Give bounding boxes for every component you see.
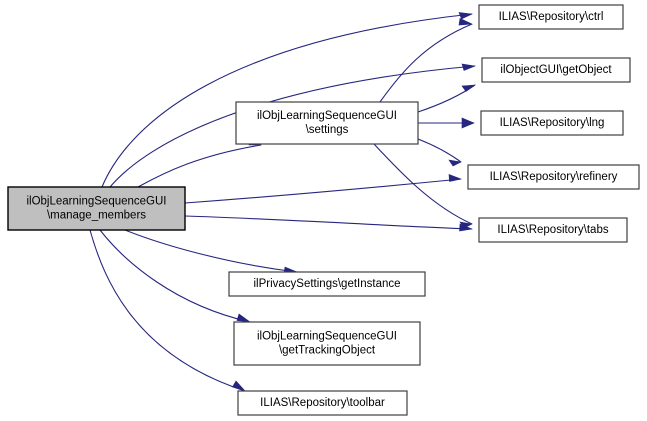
node-label-line: ilObjectGUI\getObject [500, 64, 612, 76]
edge-line [184, 178, 462, 204]
node-box[interactable] [481, 57, 631, 83]
graph-node-getTrackingObject[interactable]: ilObjLearningSequenceGUI \getTrackingObje… [233, 321, 421, 366]
arrowhead-icon [448, 159, 462, 167]
edge-manage_members-to-settings [137, 137, 263, 188]
arrowhead-icon [461, 117, 475, 129]
edge-manage_members-to-getInstance [124, 229, 299, 274]
node-box[interactable] [467, 164, 640, 190]
edge-manage_members-to-ctrl [101, 12, 474, 188]
arrowhead-icon [458, 18, 474, 26]
arrowhead-icon [232, 380, 246, 392]
node-box[interactable] [237, 390, 408, 416]
node-label-line: ILIAS\Repository\refinery [490, 171, 618, 183]
arrowhead-icon [461, 84, 477, 92]
edge-manage_members-to-toolbar [89, 229, 246, 392]
edge-line [89, 229, 246, 392]
edge-manage_members-to-getObject [109, 63, 477, 188]
node-box[interactable] [478, 4, 624, 30]
edge-settings-to-ctrl [379, 18, 474, 103]
edge-settings-to-refinery [417, 138, 462, 167]
edge-line [417, 138, 462, 163]
arrowhead-icon [448, 174, 463, 182]
graph-node-settings[interactable]: ilObjLearningSequenceGUI \settings [235, 101, 419, 145]
edge-line [109, 65, 476, 188]
edge-manage_members-to-refinery [184, 174, 463, 204]
node-label-line: ilObjLearningSequenceGUI [26, 196, 166, 208]
graph-node-getObject[interactable]: ilObjectGUI\getObject [481, 57, 631, 83]
graph-node-lng[interactable]: ILIAS\Repository\lng [480, 110, 624, 136]
edge-line [101, 13, 473, 188]
edge-line [373, 143, 473, 225]
edge-settings-to-getObject [417, 84, 477, 113]
node-label-line: ILIAS\Repository\ctrl [499, 11, 604, 23]
node-label-line: \settings [306, 124, 349, 136]
edge-manage_members-to-tabs [184, 215, 474, 232]
node-label-line: ILIAS\Repository\toolbar [260, 397, 385, 409]
arrowhead-icon [458, 12, 474, 20]
node-label-line: ILIAS\Repository\tabs [497, 224, 608, 236]
node-box[interactable] [7, 186, 186, 231]
node-label-line: \manage_members [47, 210, 146, 222]
edge-line [99, 229, 251, 323]
graph-node-refinery[interactable]: ILIAS\Repository\refinery [467, 164, 640, 190]
node-box[interactable] [233, 321, 421, 366]
graph-node-ctrl[interactable]: ILIAS\Repository\ctrl [478, 4, 624, 30]
node-box[interactable] [478, 217, 628, 243]
node-label-line: ilObjLearningSequenceGUI [257, 110, 397, 122]
nodes-layer: ilObjLearningSequenceGUI\manage_membersi… [7, 4, 640, 416]
edge-manage_members-to-getTrackingObject [99, 229, 252, 323]
edges-layer [89, 12, 477, 392]
arrowhead-icon [461, 63, 477, 71]
arrowhead-icon [236, 313, 252, 323]
edge-settings-to-lng [417, 117, 475, 129]
graph-node-manage_members[interactable]: ilObjLearningSequenceGUI \manage_members [7, 186, 186, 231]
node-label-line: \getTrackingObject [279, 345, 376, 357]
edge-line [124, 229, 298, 273]
edge-line [184, 215, 473, 230]
edge-line [379, 23, 473, 103]
arrowhead-icon [459, 221, 473, 229]
edge-line [137, 144, 262, 188]
node-label-line: ILIAS\Repository\lng [500, 117, 605, 129]
graph-node-getInstance[interactable]: ilPrivacySettings\getInstance [228, 271, 426, 297]
node-box[interactable] [235, 101, 419, 145]
edge-settings-to-tabs [373, 143, 473, 229]
node-label-line: ilPrivacySettings\getInstance [253, 278, 400, 290]
graph-node-toolbar[interactable]: ILIAS\Repository\toolbar [237, 390, 408, 416]
node-label-line: ilObjLearningSequenceGUI [257, 331, 397, 343]
graph-node-tabs[interactable]: ILIAS\Repository\tabs [478, 217, 628, 243]
node-box[interactable] [480, 110, 624, 136]
node-box[interactable] [228, 271, 426, 297]
